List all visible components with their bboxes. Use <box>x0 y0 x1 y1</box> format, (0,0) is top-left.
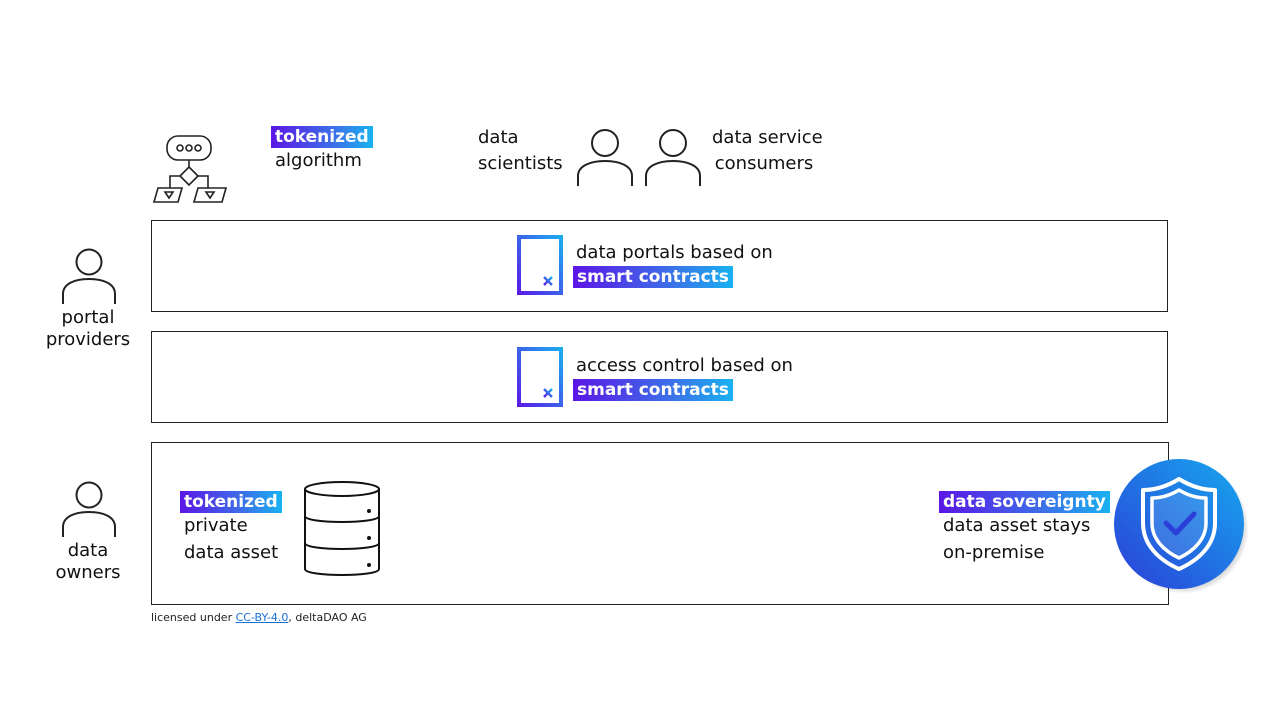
license-suffix: , deltaDAO AG <box>288 611 367 624</box>
smart-contracts-badge: smart contracts <box>573 266 733 288</box>
portal-providers-line2: providers <box>45 329 131 350</box>
tokenized-badge: tokenized <box>271 126 373 148</box>
smart-contract-icon <box>516 234 564 296</box>
smart-contract-icon <box>516 346 564 408</box>
data-service-consumer-person-icon <box>644 128 702 188</box>
algorithm-label: tokenized algorithm <box>271 126 373 174</box>
access-control-text: access control based on <box>576 355 793 376</box>
access-control-label: access control based on smart contracts <box>573 353 793 401</box>
scientists-line1: data <box>478 127 519 148</box>
consumers-line1: data service <box>712 127 823 148</box>
scientists-line2: scientists <box>478 153 563 174</box>
data-owners-line1: data <box>67 540 109 561</box>
data-sovereignty-label: data sovereignty data asset stays on-pre… <box>939 491 1110 566</box>
shield-check-icon <box>1112 457 1250 595</box>
data-owner-person-icon <box>61 481 117 539</box>
data-owners-label: data owners <box>38 538 138 586</box>
license-prefix: licensed under <box>151 611 236 624</box>
data-portals-text: data portals based on <box>576 242 773 263</box>
consumers-line2: consumers <box>714 153 814 174</box>
access-control-box <box>151 331 1168 423</box>
data-scientist-person-icon <box>576 128 634 188</box>
license-link[interactable]: CC-BY-4.0 <box>235 611 289 624</box>
license-note: licensed under CC-BY-4.0, deltaDAO AG <box>151 611 367 624</box>
smart-contracts-badge: smart contracts <box>573 379 733 401</box>
tokenized-badge: tokenized <box>180 491 282 513</box>
sovereignty-line1: data asset stays <box>943 515 1091 536</box>
sovereignty-line2: on-premise <box>943 542 1045 563</box>
data-asset-text: data asset <box>184 542 279 563</box>
algorithm-icon <box>152 134 228 206</box>
data-owners-line2: owners <box>55 562 121 583</box>
data-scientists-label: data scientists <box>478 125 563 177</box>
data-portals-label: data portals based on smart contracts <box>573 240 773 288</box>
data-service-consumers-label: data service consumers <box>712 125 823 177</box>
database-icon <box>302 479 382 579</box>
portal-provider-person-icon <box>61 248 117 306</box>
data-sovereignty-badge: data sovereignty <box>939 491 1110 513</box>
private-data-asset-label: tokenized private data asset <box>180 491 282 566</box>
algorithm-text: algorithm <box>275 150 362 171</box>
portal-providers-line1: portal <box>61 307 115 328</box>
private-text: private <box>184 515 248 536</box>
portal-providers-label: portal providers <box>38 305 138 353</box>
